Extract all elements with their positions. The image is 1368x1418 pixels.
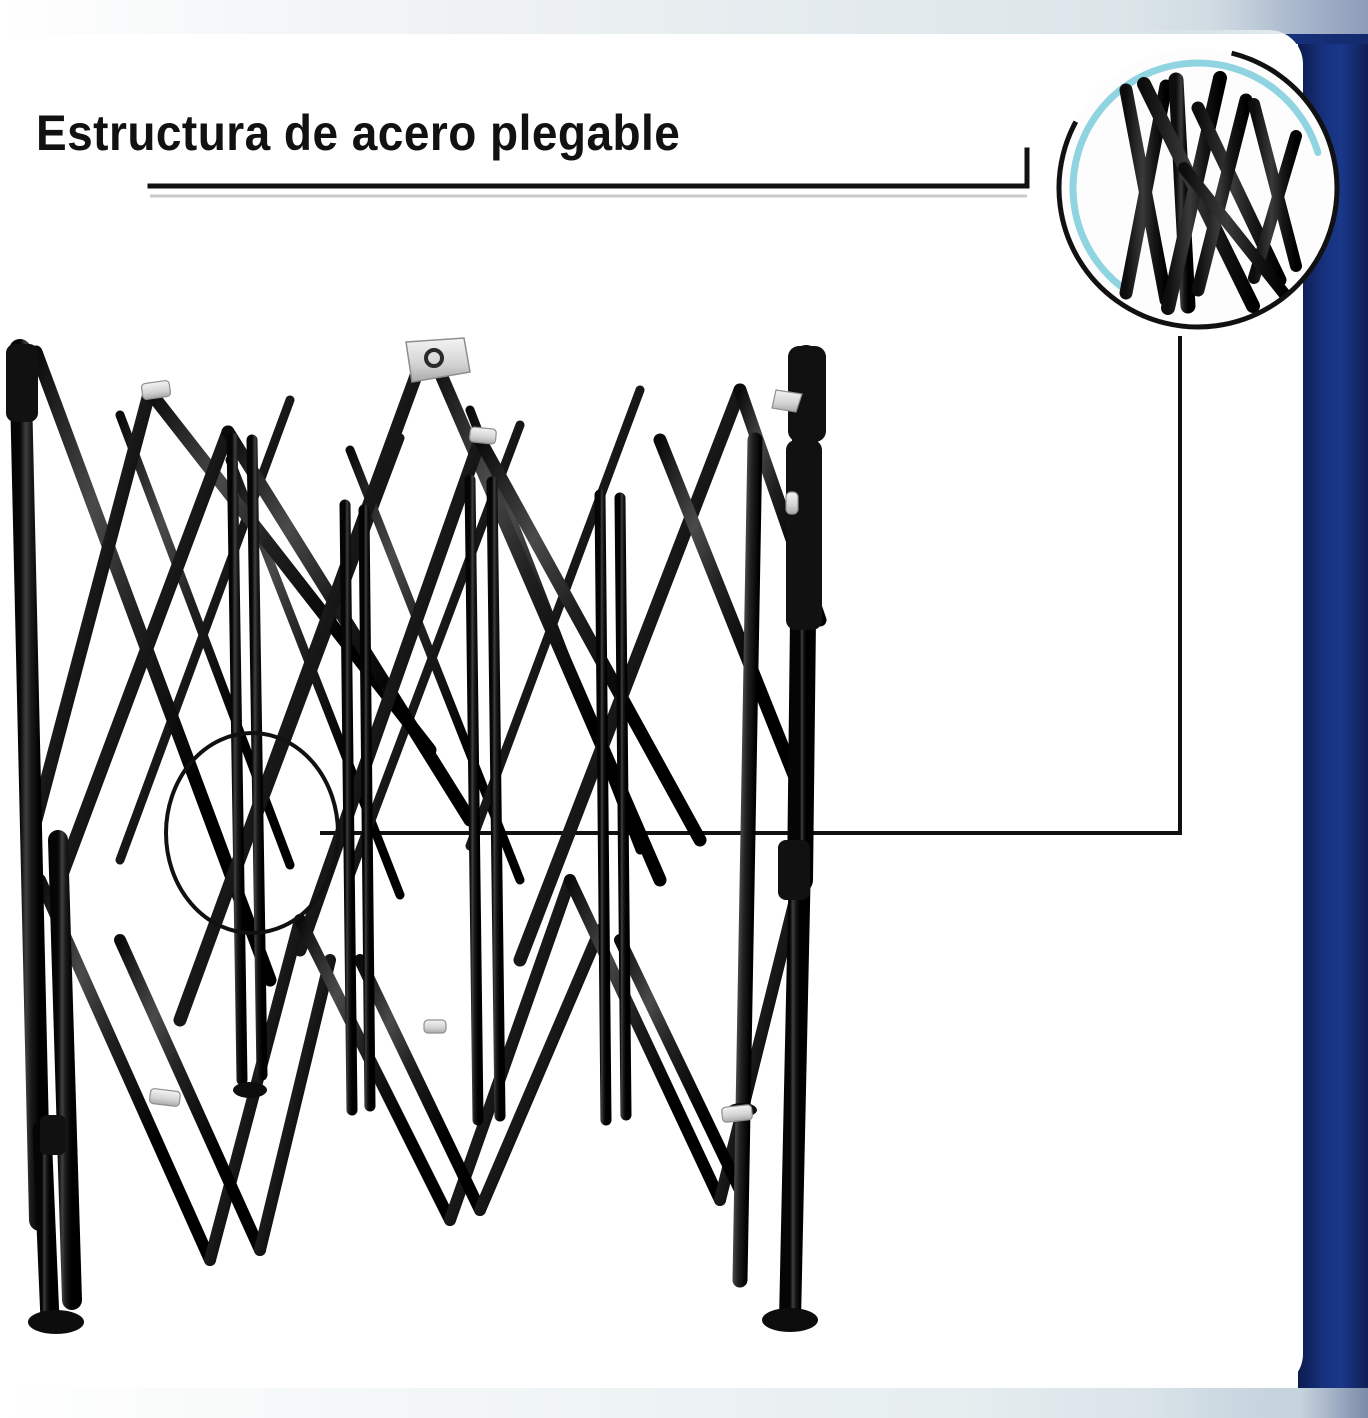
folding-steel-frame-illustration [6, 337, 827, 1334]
detail-region-marker [164, 731, 340, 935]
leg-sleeves [6, 344, 826, 1155]
leg-left-rear [9, 339, 51, 1231]
navy-border-bottom [0, 1388, 1368, 1418]
inset-pole-group [1119, 71, 1302, 315]
magnified-joint-detail [1056, 46, 1340, 330]
foot-pad-left [28, 1310, 84, 1334]
inner-vertical-stubs [226, 432, 632, 1126]
page-title: Estructura de acero plegable [36, 105, 681, 161]
inset-ring [1056, 46, 1340, 330]
leg-right-front-lower [779, 849, 811, 1331]
foot-pad-right [762, 1308, 818, 1332]
hinge-tabs [140, 380, 803, 1123]
leg-right-rear [732, 432, 763, 1288]
foot-pad-inner-left [233, 1082, 267, 1098]
center-apex-bracket [405, 337, 471, 383]
lower-scissor-truss [34, 874, 806, 1266]
leg-left-front [48, 830, 82, 1310]
upper-scissor-truss [29, 345, 827, 1027]
